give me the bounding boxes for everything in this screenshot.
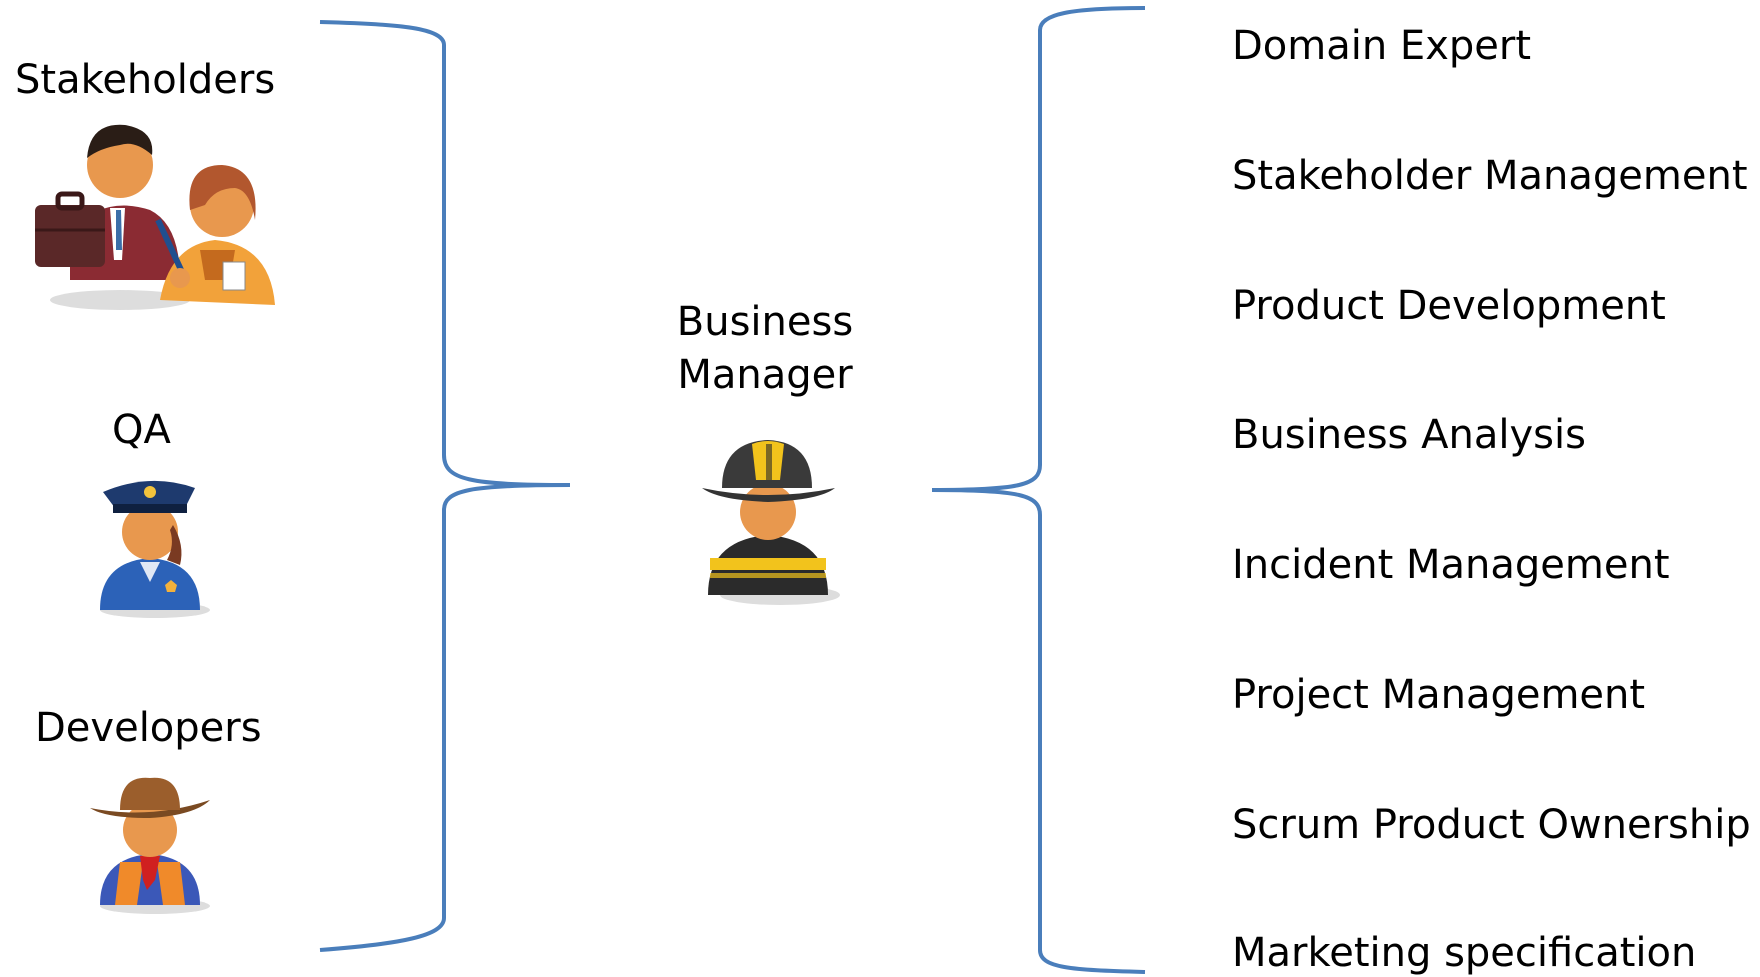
role-item: Domain Expert bbox=[1232, 23, 1532, 69]
business-manager-label-line2: Manager bbox=[677, 351, 853, 398]
stakeholders-label: Stakeholders bbox=[15, 57, 276, 103]
role-item: Scrum Product Ownership bbox=[1232, 802, 1751, 848]
police-officer-icon bbox=[85, 470, 215, 620]
firefighter-icon bbox=[700, 430, 840, 605]
role-item: Business Analysis bbox=[1232, 412, 1586, 458]
developers-label: Developers bbox=[35, 705, 262, 751]
stakeholders-icon bbox=[30, 110, 280, 320]
role-item: Product Development bbox=[1232, 283, 1666, 329]
business-manager-label-line1: Business bbox=[676, 299, 854, 345]
cowboy-icon bbox=[85, 770, 215, 915]
role-item: Stakeholder Management bbox=[1232, 153, 1748, 199]
role-item: Project Management bbox=[1232, 672, 1646, 718]
role-item: Incident Management bbox=[1232, 542, 1670, 588]
qa-label: QA bbox=[112, 407, 171, 453]
business-manager-label: Business Manager bbox=[615, 296, 915, 402]
role-item: Marketing specification bbox=[1232, 930, 1697, 976]
